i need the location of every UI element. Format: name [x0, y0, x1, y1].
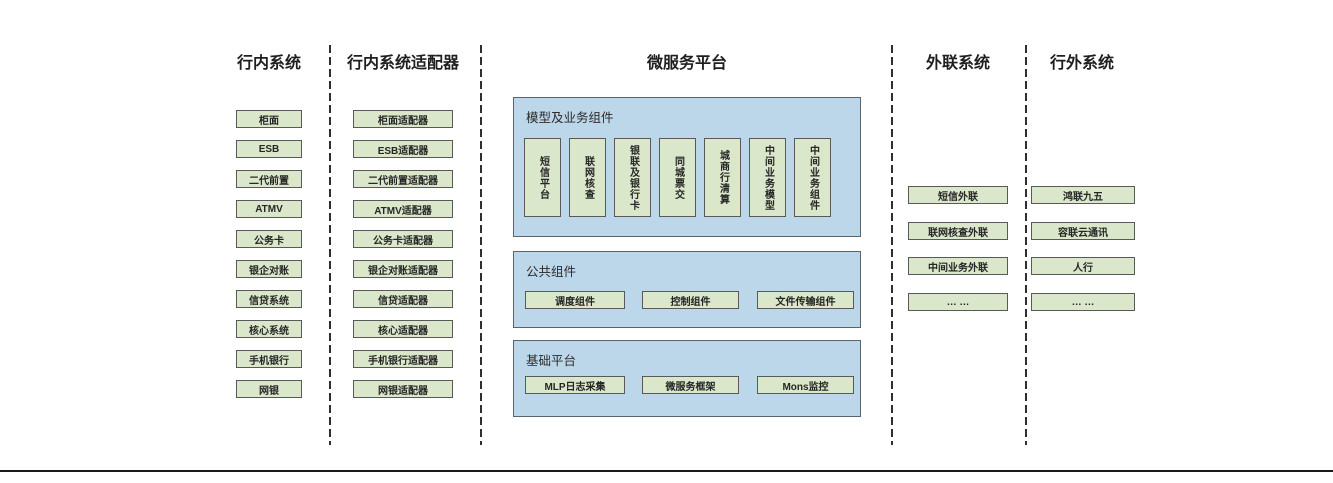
internal-system-node: 信贷系统	[236, 290, 302, 308]
outreach-system-node: … …	[908, 293, 1008, 311]
adapter-node: 信贷适配器	[353, 290, 453, 308]
adapter-node: 银企对账适配器	[353, 260, 453, 278]
adapter-node: 二代前置适配器	[353, 170, 453, 188]
base-platform-node: 微服务框架	[642, 376, 739, 394]
section-label: 公共组件	[526, 265, 577, 279]
outreach-system-node: 短信外联	[908, 186, 1008, 204]
bottom-divider	[0, 470, 1333, 472]
adapter-node: 公务卡适配器	[353, 230, 453, 248]
external-system-node: 鸿联九五	[1031, 186, 1135, 204]
common-component-node: 控制组件	[642, 291, 739, 309]
column-title-internal-adapters: 行内系统适配器	[346, 55, 459, 72]
internal-system-node: 二代前置	[236, 170, 302, 188]
common-component-node: 调度组件	[525, 291, 625, 309]
common-components-container: 公共组件 调度组件 控制组件 文件传输组件	[513, 251, 861, 328]
node-label: 联网核查	[582, 155, 594, 200]
column-separator	[329, 45, 331, 445]
node-label: 中间业务模型	[762, 144, 774, 211]
business-component-node: 城商行清算	[704, 138, 741, 217]
internal-system-node: 网银	[236, 380, 302, 398]
vertical-node-row: 短信平台 联网核查 银联及银行卡 同城票交 城商行清算 中间业务模型 中间业务组…	[524, 138, 831, 217]
column-separator	[1025, 45, 1027, 445]
adapter-node: 手机银行适配器	[353, 350, 453, 368]
node-label: 短信平台	[537, 155, 549, 200]
external-system-node: 容联云通讯	[1031, 222, 1135, 240]
outreach-system-node: 联网核查外联	[908, 222, 1008, 240]
common-component-node: 文件传输组件	[757, 291, 854, 309]
base-platform-node: MLP日志采集	[525, 376, 625, 394]
adapter-node: ESB适配器	[353, 140, 453, 158]
node-label: 中间业务组件	[807, 144, 819, 211]
node-label: 城商行清算	[717, 150, 729, 205]
internal-system-node: 核心系统	[236, 320, 302, 338]
column-title-outreach-systems: 外联系统	[925, 55, 990, 72]
business-component-node: 短信平台	[524, 138, 561, 217]
model-business-components-container: 模型及业务组件 短信平台 联网核查 银联及银行卡 同城票交 城商行清算 中间业务…	[513, 97, 861, 237]
adapter-node: 核心适配器	[353, 320, 453, 338]
column-title-external-systems: 行外系统	[1049, 55, 1114, 72]
internal-system-node: ESB	[236, 140, 302, 158]
adapter-node: 柜面适配器	[353, 110, 453, 128]
column-separator	[480, 45, 482, 445]
internal-system-node: 公务卡	[236, 230, 302, 248]
node-label: 银联及银行卡	[627, 144, 639, 211]
internal-system-node: 柜面	[236, 110, 302, 128]
business-component-node: 同城票交	[659, 138, 696, 217]
adapter-node: ATMV适配器	[353, 200, 453, 218]
business-component-node: 联网核查	[569, 138, 606, 217]
internal-system-node: 银企对账	[236, 260, 302, 278]
base-platform-node: Mons监控	[757, 376, 854, 394]
internal-system-node: 手机银行	[236, 350, 302, 368]
column-separator	[891, 45, 893, 445]
business-component-node: 中间业务模型	[749, 138, 786, 217]
outreach-system-node: 中间业务外联	[908, 257, 1008, 275]
external-system-node: 人行	[1031, 257, 1135, 275]
business-component-node: 中间业务组件	[794, 138, 831, 217]
section-label: 模型及业务组件	[526, 111, 614, 125]
section-label: 基础平台	[526, 354, 577, 368]
adapter-node: 网银适配器	[353, 380, 453, 398]
base-platform-container: 基础平台 MLP日志采集 微服务框架 Mons监控	[513, 340, 861, 417]
column-title-microservice-platform: 微服务平台	[646, 55, 727, 72]
internal-system-node: ATMV	[236, 200, 302, 218]
external-system-node: … …	[1031, 293, 1135, 311]
business-component-node: 银联及银行卡	[614, 138, 651, 217]
column-title-internal-systems: 行内系统	[236, 55, 301, 72]
node-label: 同城票交	[672, 155, 684, 200]
